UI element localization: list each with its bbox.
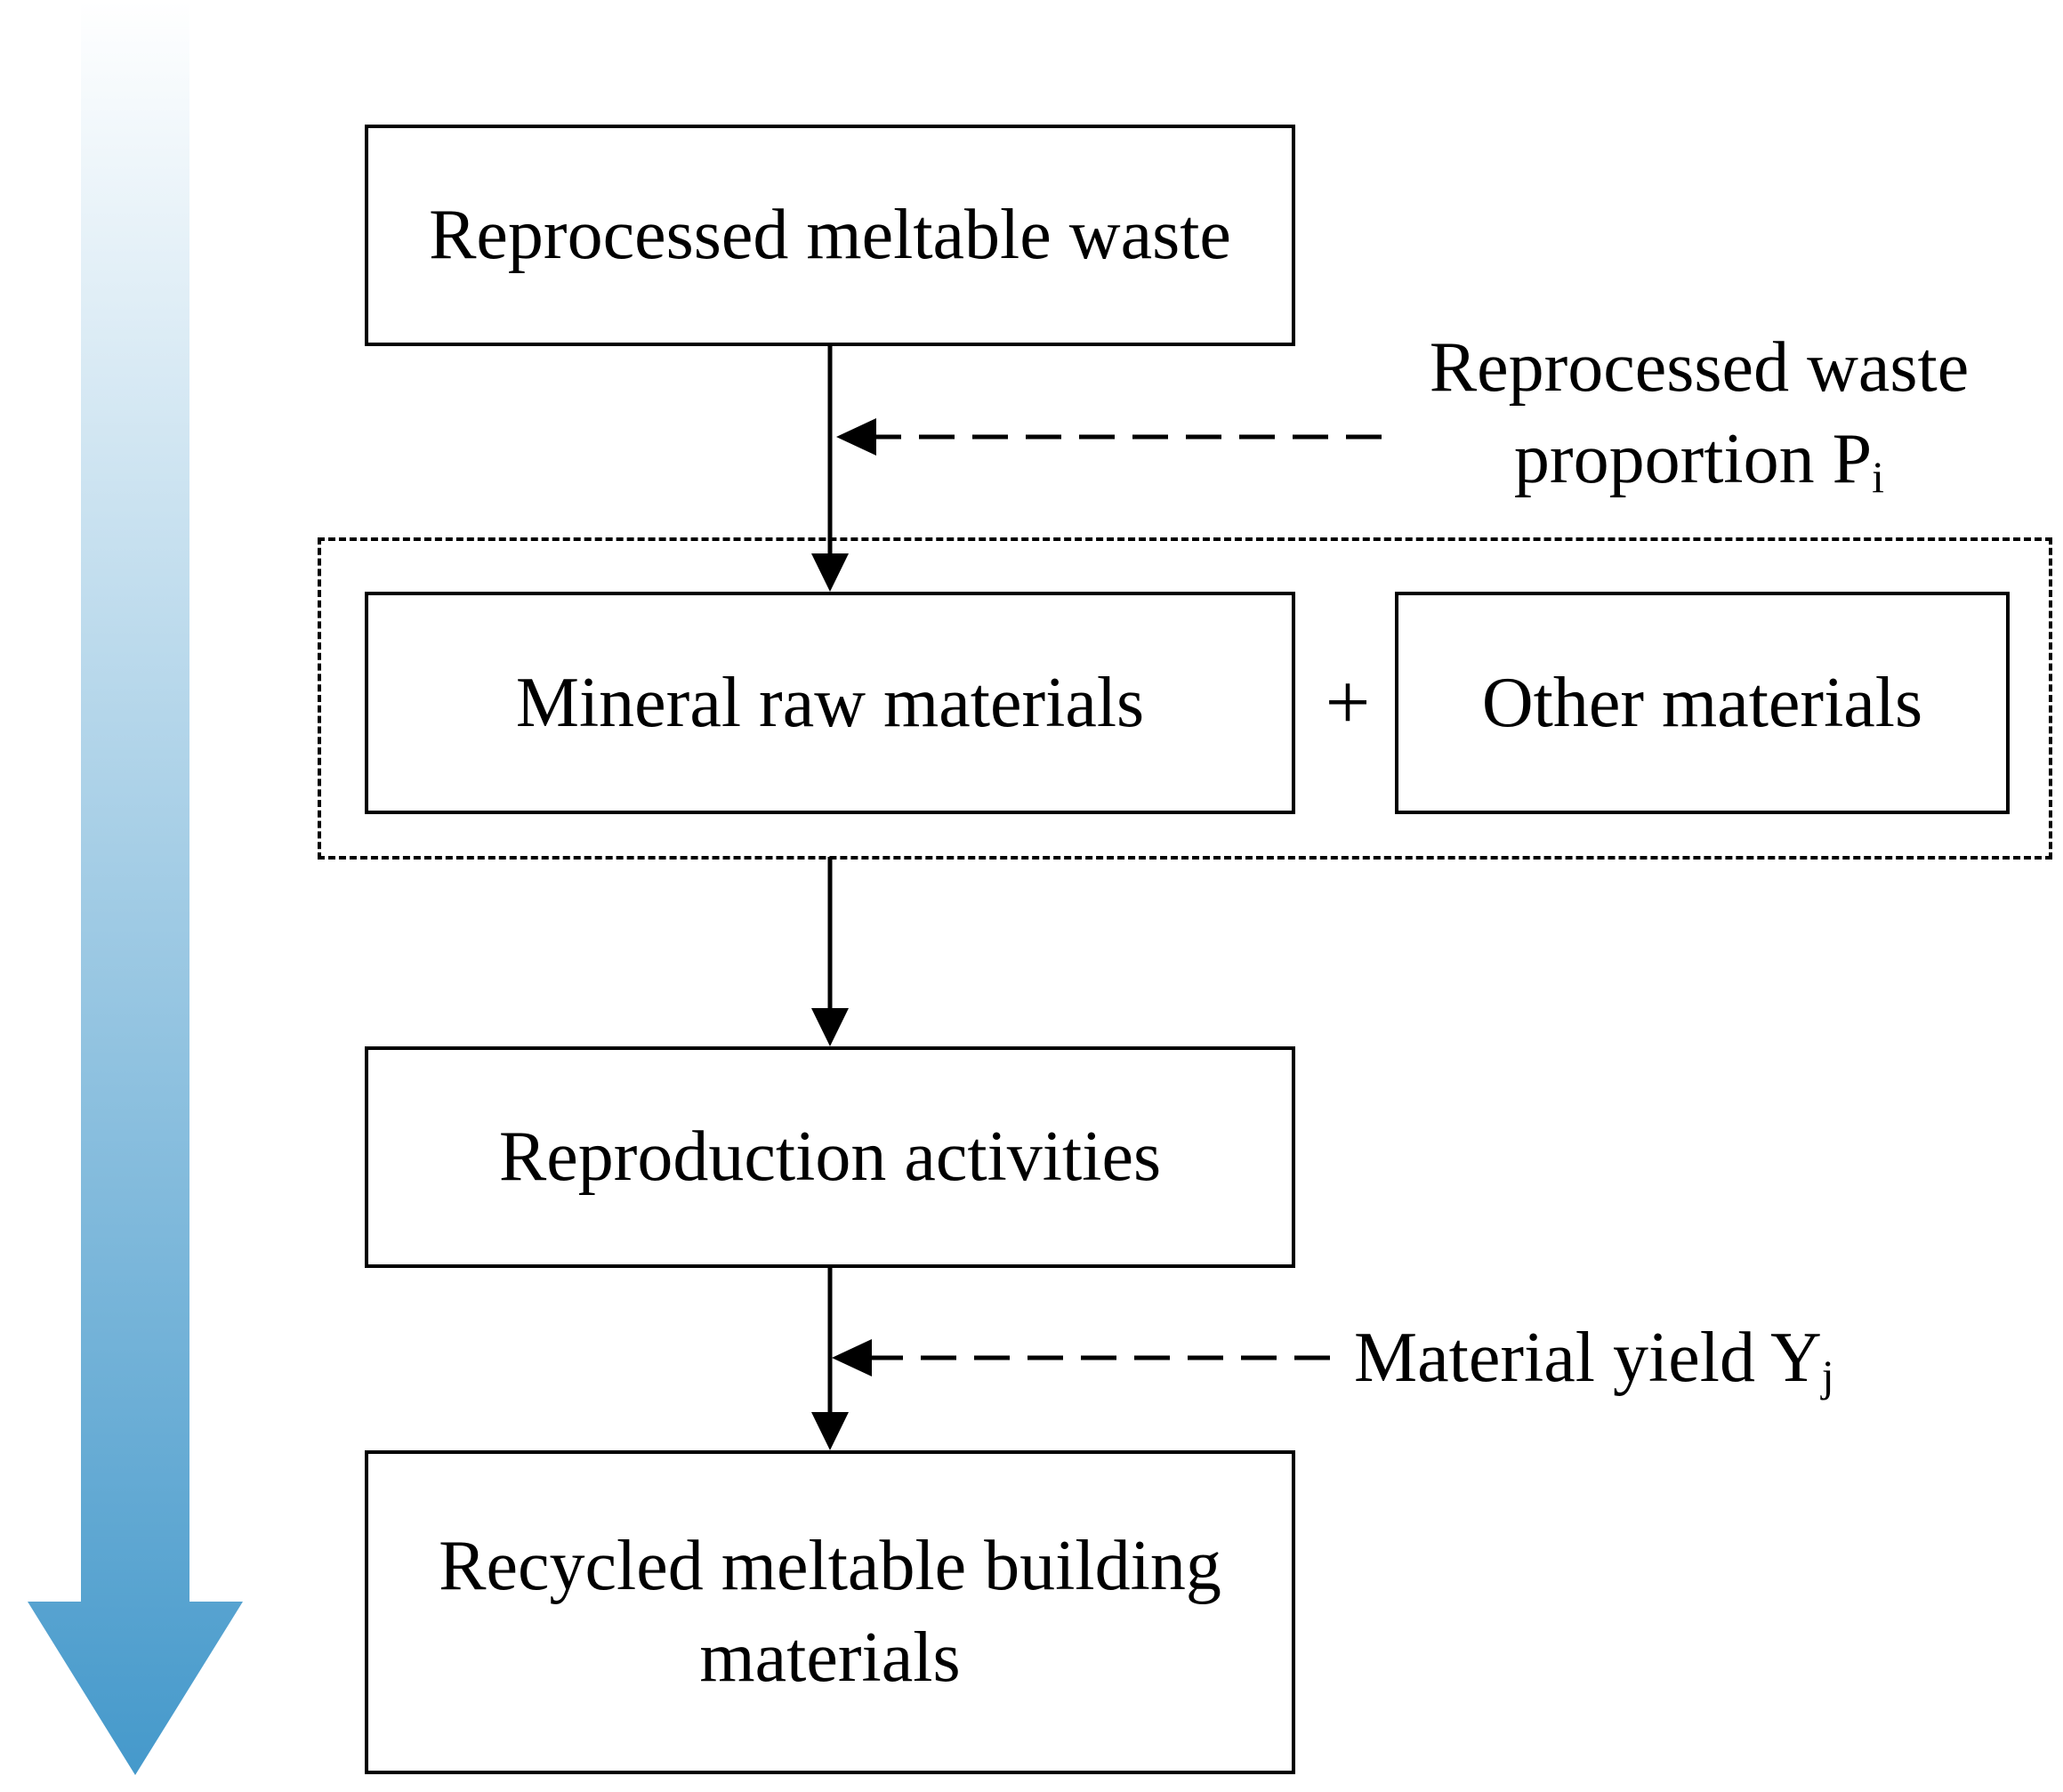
- annotation-yield-subscript: j: [1821, 1351, 1834, 1401]
- mineral-raw-materials-box: Mineral raw materials: [365, 592, 1295, 814]
- annotation-proportion-line2: proportion P: [1513, 420, 1873, 498]
- annotation-proportion-subscript: i: [1872, 452, 1885, 502]
- arrowhead-proportion: [836, 418, 876, 456]
- reproduction-activities-box: Reproduction activities: [365, 1046, 1295, 1268]
- reprocessed-waste-proportion-annotation: Reprocessed waste proportion Pi: [1388, 322, 2011, 505]
- annotation-proportion-line2-wrapper: proportion Pi: [1388, 414, 2011, 505]
- arrowhead-to-recycled-box: [811, 1412, 849, 1450]
- other-materials-label: Other materials: [1481, 663, 1923, 742]
- reprocessed-meltable-waste-label: Reprocessed meltable waste: [429, 196, 1231, 274]
- plus-operator: +: [1325, 658, 1371, 747]
- reprocessed-meltable-waste-box: Reprocessed meltable waste: [365, 125, 1295, 346]
- other-materials-box: Other materials: [1395, 592, 2010, 814]
- material-yield-annotation: Material yield Yj: [1354, 1312, 1834, 1404]
- annotation-yield-text: Material yield Y: [1354, 1319, 1822, 1397]
- arrowhead-to-reproduction-box: [811, 1008, 849, 1046]
- recycled-meltable-building-materials-box: Recycled meltable building materials: [365, 1450, 1295, 1774]
- reproduction-activities-label: Reproduction activities: [498, 1118, 1162, 1196]
- arrowhead-yield: [832, 1339, 872, 1376]
- arrowhead-to-mineral-box: [811, 553, 849, 592]
- recycled-meltable-building-materials-label: Recycled meltable building materials: [439, 1527, 1221, 1697]
- flow-direction-arrow: [28, 0, 243, 1775]
- input-materials-group-frame: [318, 537, 2052, 860]
- annotation-proportion-line1: Reprocessed waste: [1429, 328, 1970, 407]
- mineral-raw-materials-label: Mineral raw materials: [515, 663, 1145, 742]
